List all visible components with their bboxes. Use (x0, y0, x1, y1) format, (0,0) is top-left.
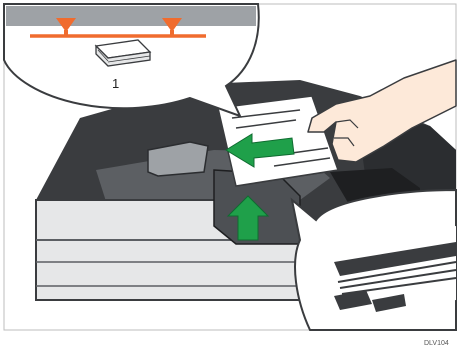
callout-number: 1 (112, 76, 119, 91)
limit-mark-stem (170, 30, 174, 36)
limit-mark-stem (64, 30, 68, 36)
tray-wall-top (6, 6, 256, 26)
figure-code: DLV104 (424, 340, 449, 347)
